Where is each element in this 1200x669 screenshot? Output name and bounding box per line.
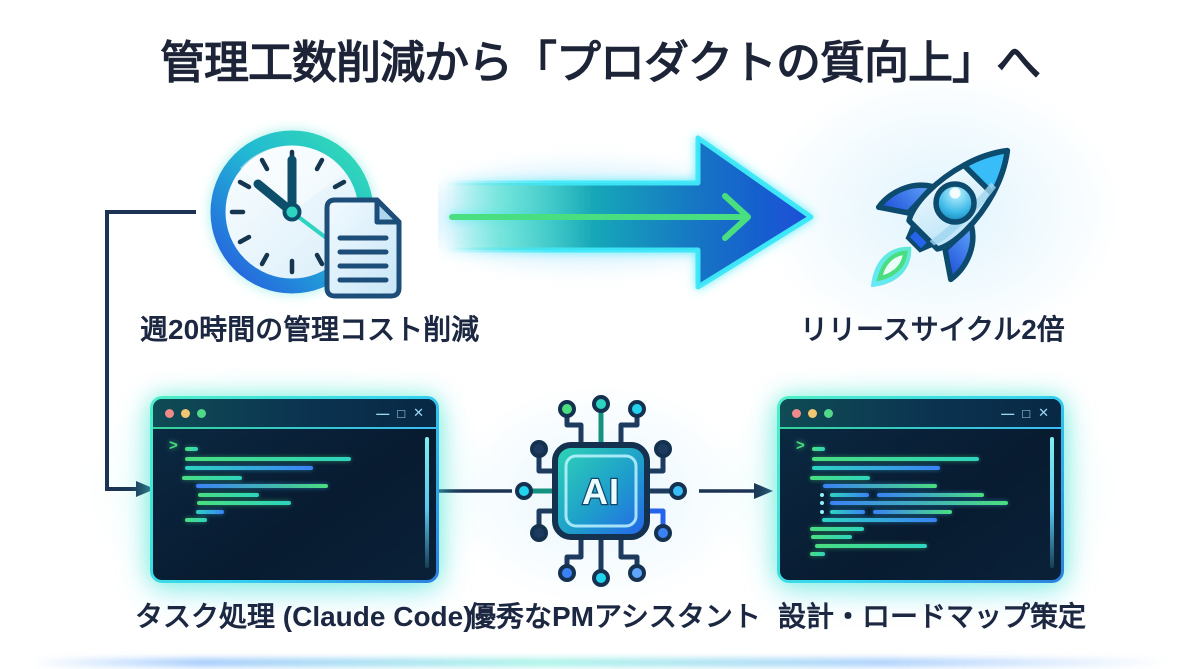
ai-chip-icon: AI <box>515 395 687 587</box>
traffic-light-green-icon <box>197 408 206 418</box>
page-title: 管理工数削減から「プロダクトの質向上」へ <box>159 37 1041 88</box>
close-icon: ✕ <box>413 405 424 420</box>
scrollbar <box>1050 437 1054 568</box>
terminal-content: > <box>780 429 1061 580</box>
label-pm-assistant: 優秀なPMアシスタント <box>468 601 761 632</box>
terminal-window-left: — □ ✕ > <box>150 396 439 583</box>
scrollbar <box>425 437 429 568</box>
titlebar-separator <box>780 427 1061 429</box>
terminal-code-lines <box>796 457 1047 556</box>
maximize-icon: □ <box>397 405 406 421</box>
prompt-icon: > <box>169 437 178 454</box>
label-task-processing: タスク処理 (Claude Code) <box>135 601 473 632</box>
label-release-cycle: リリースサイクル2倍 <box>800 314 1065 345</box>
traffic-light-yellow-icon <box>181 408 190 418</box>
chip-label: AI <box>582 471 620 512</box>
traffic-light-green-icon <box>824 408 833 418</box>
clock-document-icon <box>210 130 402 299</box>
rocket-icon <box>870 147 1011 288</box>
titlebar-separator <box>153 427 436 429</box>
label-roadmap: 設計・ロードマップ策定 <box>778 601 1087 632</box>
close-icon: ✕ <box>1038 405 1049 420</box>
maximize-icon: □ <box>1022 405 1031 421</box>
traffic-light-red-icon <box>165 408 174 418</box>
traffic-light-yellow-icon <box>808 408 817 418</box>
traffic-light-red-icon <box>792 408 801 418</box>
terminal-window-right: — □ ✕ > <box>777 396 1064 583</box>
terminal-titlebar: — □ ✕ <box>153 399 436 427</box>
terminal-content: > <box>153 429 436 580</box>
connector-arrowhead-right <box>754 483 773 499</box>
terminal-code-lines <box>169 457 422 522</box>
label-cost-reduction: 週20時間の管理コスト削減 <box>140 314 480 345</box>
bottom-glow-decoration <box>30 658 1170 667</box>
terminal-titlebar: — □ ✕ <box>780 399 1061 427</box>
neon-arrow-right-icon <box>438 135 814 290</box>
prompt-icon: > <box>796 437 805 454</box>
minimize-icon: — <box>1001 405 1015 421</box>
minimize-icon: — <box>376 405 390 421</box>
